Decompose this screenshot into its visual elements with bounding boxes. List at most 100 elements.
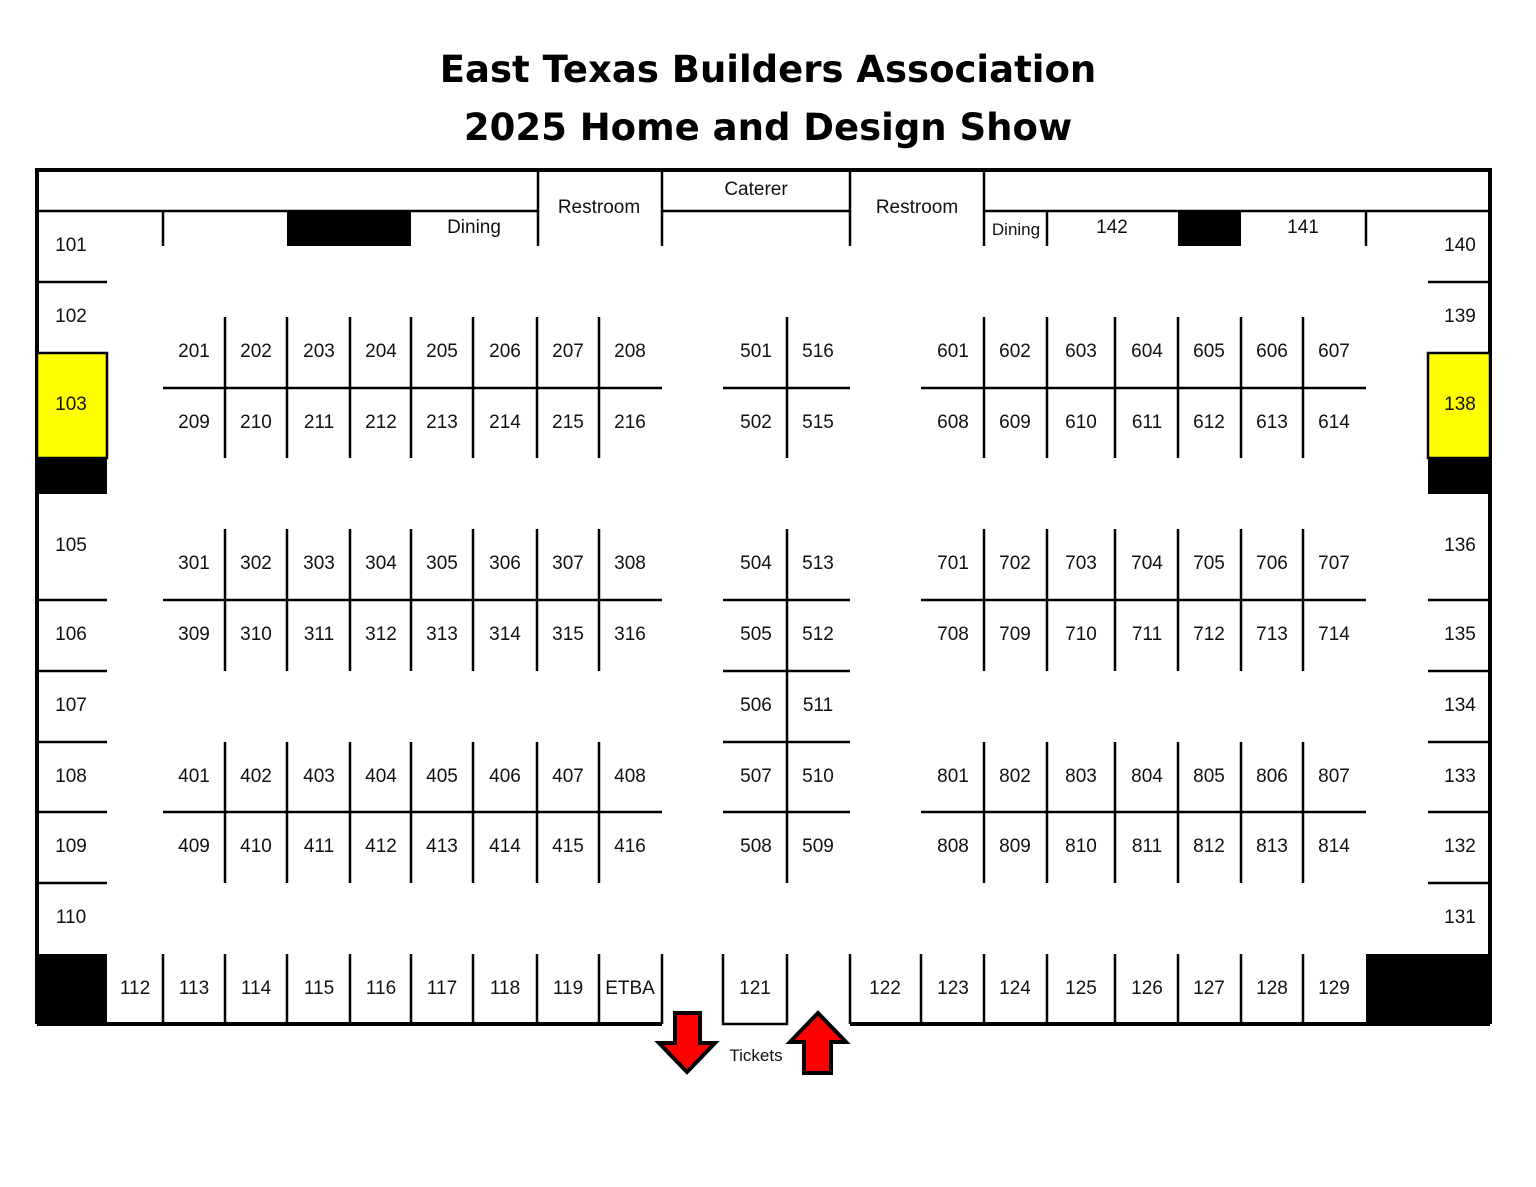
booth-block_600-top-5[interactable]: 606 <box>1256 341 1288 362</box>
booth-block_800-bottom-5[interactable]: 813 <box>1256 836 1288 857</box>
booth-block_800-bottom-3[interactable]: 811 <box>1131 836 1163 857</box>
booth-block_500-left-1[interactable]: 502 <box>740 412 772 433</box>
booth-block_500-right-5[interactable]: 510 <box>802 766 834 787</box>
booth-block_400-bottom-2[interactable]: 411 <box>303 836 335 857</box>
booth-block_400-top-3[interactable]: 404 <box>365 766 397 787</box>
booth-block_600-top-1[interactable]: 602 <box>999 341 1031 362</box>
booth-107[interactable]: 107 <box>55 695 87 716</box>
booth-block_700-top-2[interactable]: 703 <box>1065 553 1097 574</box>
booth-132[interactable]: 132 <box>1444 836 1476 857</box>
booth-block_400-bottom-5[interactable]: 414 <box>489 836 521 857</box>
booth-block_500-left-5[interactable]: 507 <box>740 766 772 787</box>
booth-block_500-left-2[interactable]: 504 <box>740 553 772 574</box>
booth-block_700-top-1[interactable]: 702 <box>999 553 1031 574</box>
booth-101[interactable]: 101 <box>55 235 87 256</box>
booth-block_300-bottom-3[interactable]: 312 <box>365 624 397 645</box>
booth-block_300-bottom-2[interactable]: 311 <box>303 624 335 645</box>
booth-block_300-top-7[interactable]: 308 <box>614 553 646 574</box>
booth-block_300-bottom-4[interactable]: 313 <box>426 624 458 645</box>
booth-118[interactable]: 118 <box>489 978 521 999</box>
booth-block_400-top-7[interactable]: 408 <box>614 766 646 787</box>
booth-122[interactable]: 122 <box>869 978 901 999</box>
booth-block_400-top-0[interactable]: 401 <box>178 766 210 787</box>
booth-block_200-bottom-0[interactable]: 209 <box>178 412 210 433</box>
booth-block_300-bottom-1[interactable]: 310 <box>240 624 272 645</box>
booth-block_700-top-0[interactable]: 701 <box>937 553 969 574</box>
booth-139[interactable]: 139 <box>1444 306 1476 327</box>
booth-block_300-top-2[interactable]: 303 <box>303 553 335 574</box>
booth-block_700-top-5[interactable]: 706 <box>1256 553 1288 574</box>
booth-block_800-top-3[interactable]: 804 <box>1131 766 1163 787</box>
booth-block_200-bottom-3[interactable]: 212 <box>365 412 397 433</box>
booth-block_700-bottom-4[interactable]: 712 <box>1193 624 1225 645</box>
booth-block_300-bottom-6[interactable]: 315 <box>552 624 584 645</box>
booth-block_800-top-6[interactable]: 807 <box>1318 766 1350 787</box>
booth-block_200-top-5[interactable]: 206 <box>489 341 521 362</box>
booth-142[interactable]: 142 <box>1096 217 1128 238</box>
booth-block_500-right-2[interactable]: 513 <box>802 553 834 574</box>
booth-block_600-bottom-5[interactable]: 613 <box>1256 412 1288 433</box>
booth-block_700-bottom-2[interactable]: 710 <box>1065 624 1097 645</box>
booth-block_200-top-1[interactable]: 202 <box>240 341 272 362</box>
booth-block_800-bottom-6[interactable]: 814 <box>1318 836 1350 857</box>
booth-block_600-top-0[interactable]: 601 <box>937 341 969 362</box>
booth-block_600-bottom-0[interactable]: 608 <box>937 412 969 433</box>
booth-block_200-top-0[interactable]: 201 <box>178 341 210 362</box>
booth-block_200-bottom-4[interactable]: 213 <box>426 412 458 433</box>
booth-block_500-right-0[interactable]: 516 <box>802 341 834 362</box>
booth-block_400-top-1[interactable]: 402 <box>240 766 272 787</box>
booth-124[interactable]: 124 <box>999 978 1031 999</box>
booth-block_500-right-1[interactable]: 515 <box>802 412 834 433</box>
booth-109[interactable]: 109 <box>55 836 87 857</box>
booth-block_500-left-3[interactable]: 505 <box>740 624 772 645</box>
booth-119[interactable]: 119 <box>552 978 584 999</box>
booth-block_700-top-6[interactable]: 707 <box>1318 553 1350 574</box>
booth-102[interactable]: 102 <box>55 306 87 327</box>
booth-block_700-bottom-5[interactable]: 713 <box>1256 624 1288 645</box>
booth-123[interactable]: 123 <box>937 978 969 999</box>
booth-block_200-bottom-1[interactable]: 210 <box>240 412 272 433</box>
booth-125[interactable]: 125 <box>1065 978 1097 999</box>
booth-block_400-top-6[interactable]: 407 <box>552 766 584 787</box>
booth-block_200-top-3[interactable]: 204 <box>365 341 397 362</box>
booth-110[interactable]: 110 <box>55 907 87 928</box>
booth-block_500-left-0[interactable]: 501 <box>740 341 772 362</box>
booth-block_500-right-6[interactable]: 509 <box>802 836 834 857</box>
booth-block_800-bottom-0[interactable]: 808 <box>937 836 969 857</box>
booth-block_500-right-4[interactable]: 511 <box>802 695 834 716</box>
booth-block_400-bottom-1[interactable]: 410 <box>240 836 272 857</box>
booth-127[interactable]: 127 <box>1193 978 1225 999</box>
booth-block_300-bottom-0[interactable]: 309 <box>178 624 210 645</box>
booth-block_700-top-3[interactable]: 704 <box>1131 553 1163 574</box>
booth-116[interactable]: 116 <box>365 978 397 999</box>
booth-113[interactable]: 113 <box>178 978 210 999</box>
booth-block_300-top-1[interactable]: 302 <box>240 553 272 574</box>
booth-block_800-bottom-2[interactable]: 810 <box>1065 836 1097 857</box>
booth-block_600-bottom-6[interactable]: 614 <box>1318 412 1350 433</box>
booth-block_600-bottom-1[interactable]: 609 <box>999 412 1031 433</box>
booth-block_200-bottom-6[interactable]: 215 <box>552 412 584 433</box>
booth-block_700-bottom-0[interactable]: 708 <box>937 624 969 645</box>
booth-block_200-top-2[interactable]: 203 <box>303 341 335 362</box>
booth-106[interactable]: 106 <box>55 624 87 645</box>
booth-129[interactable]: 129 <box>1318 978 1350 999</box>
booth-block_300-top-0[interactable]: 301 <box>178 553 210 574</box>
booth-141[interactable]: 141 <box>1287 217 1319 238</box>
booth-block_500-left-4[interactable]: 506 <box>740 695 772 716</box>
booth-block_300-top-4[interactable]: 305 <box>426 553 458 574</box>
booth-block_200-top-4[interactable]: 205 <box>426 341 458 362</box>
booth-block_600-top-6[interactable]: 607 <box>1318 341 1350 362</box>
booth-block_800-top-5[interactable]: 806 <box>1256 766 1288 787</box>
booth-block_400-bottom-4[interactable]: 413 <box>426 836 458 857</box>
booth-103[interactable]: 103 <box>55 394 87 415</box>
booth-block_500-left-6[interactable]: 508 <box>740 836 772 857</box>
booth-block_600-top-2[interactable]: 603 <box>1065 341 1097 362</box>
booth-112[interactable]: 112 <box>119 978 151 999</box>
booth-block_600-bottom-3[interactable]: 611 <box>1131 412 1163 433</box>
booth-block_800-bottom-4[interactable]: 812 <box>1193 836 1225 857</box>
booth-block_400-bottom-3[interactable]: 412 <box>365 836 397 857</box>
booth-block_800-top-4[interactable]: 805 <box>1193 766 1225 787</box>
booth-138[interactable]: 138 <box>1444 394 1476 415</box>
booth-block_200-top-7[interactable]: 208 <box>614 341 646 362</box>
booth-block_300-bottom-7[interactable]: 316 <box>614 624 646 645</box>
